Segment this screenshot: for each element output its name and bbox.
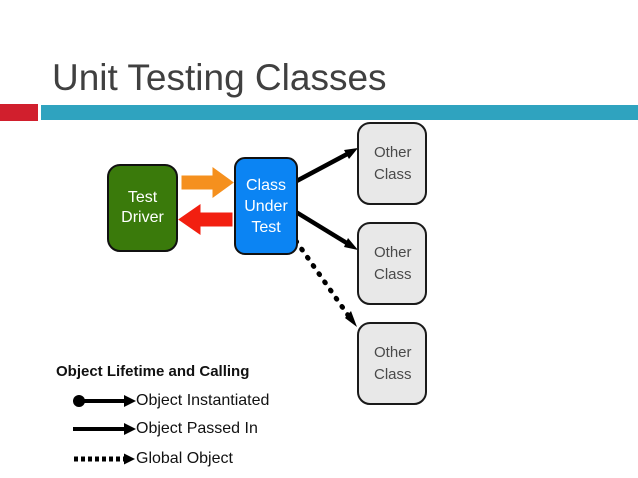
arrow-cut-to-other-2 bbox=[294, 210, 358, 250]
node-other-class-3-label: Other Class bbox=[374, 343, 412, 383]
node-other-class-2[interactable]: Other Class bbox=[357, 222, 427, 305]
node-other-class-1[interactable]: Other Class bbox=[357, 122, 427, 205]
node-class-under-test[interactable]: Class Under Test bbox=[234, 157, 298, 255]
plain-arrow-icon bbox=[73, 423, 136, 435]
arrow-cut-to-other-3 bbox=[293, 238, 357, 327]
node-test-driver-label: Test Driver bbox=[121, 189, 164, 226]
legend-item-global-object-label: Global Object bbox=[136, 450, 233, 467]
node-other-class-1-label: Other Class bbox=[374, 143, 412, 183]
dotted-arrow-icon bbox=[74, 453, 135, 465]
arrow-driver-to-cut bbox=[181, 167, 234, 198]
legend-item-global-object: Global Object bbox=[56, 447, 346, 473]
dot-arrow-icon bbox=[73, 395, 136, 407]
legend-item-object-instantiated-label: Object Instantiated bbox=[136, 392, 270, 409]
legend-item-object-instantiated: Object Instantiated bbox=[56, 389, 346, 417]
arrow-cut-to-driver bbox=[178, 204, 233, 235]
legend: Object Lifetime and Calling Object Insta… bbox=[56, 362, 346, 473]
legend-title: Object Lifetime and Calling bbox=[56, 363, 250, 380]
accent-bar-teal bbox=[41, 105, 638, 120]
legend-item-object-passed-in: Object Passed In bbox=[56, 417, 346, 447]
node-other-class-2-label: Other Class bbox=[374, 243, 412, 283]
node-test-driver[interactable]: Test Driver bbox=[107, 164, 178, 252]
accent-block-red bbox=[0, 104, 38, 121]
page-title: Unit Testing Classes bbox=[52, 57, 387, 98]
node-other-class-3[interactable]: Other Class bbox=[357, 322, 427, 405]
legend-item-object-passed-in-label: Object Passed In bbox=[136, 420, 258, 437]
node-class-under-test-label: Class Under Test bbox=[244, 176, 288, 236]
